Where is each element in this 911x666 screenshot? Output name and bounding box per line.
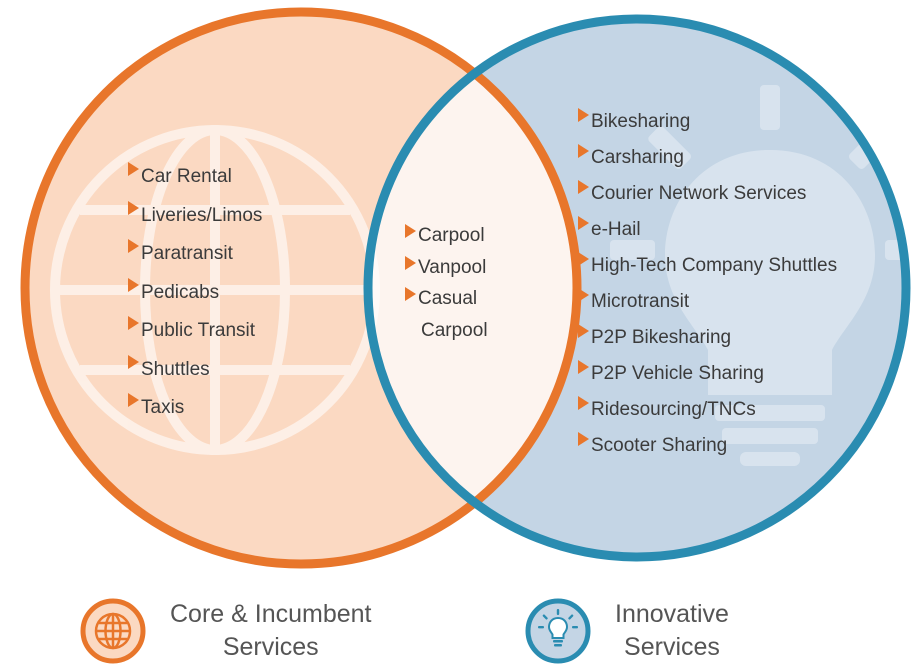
arrow-bullet-icon bbox=[578, 216, 589, 230]
arrow-bullet-icon bbox=[578, 252, 589, 266]
list-item: Liveries/Limos bbox=[128, 197, 262, 236]
arrow-bullet-icon bbox=[578, 396, 589, 410]
overlap-region bbox=[368, 19, 577, 557]
legend-core-line2: Services bbox=[222, 633, 319, 661]
list-item: Vanpool bbox=[405, 252, 488, 284]
arrow-bullet-icon bbox=[128, 316, 139, 330]
arrow-bullet-icon bbox=[405, 255, 416, 270]
list-item-label: Casual bbox=[418, 288, 478, 309]
list-item-label: P2P Vehicle Sharing bbox=[591, 363, 764, 384]
list-item: Shuttles bbox=[128, 351, 262, 390]
globe-watermark-icon bbox=[50, 125, 380, 455]
list-item: Carpool bbox=[405, 220, 488, 252]
arrow-bullet-icon bbox=[405, 224, 416, 238]
arrow-bullet-icon bbox=[578, 432, 589, 446]
list-item: Bikesharing bbox=[578, 104, 837, 140]
list-item-label: Vanpool bbox=[418, 256, 487, 278]
list-item-label: Shuttles bbox=[141, 358, 210, 380]
list-item-label: Pedicabs bbox=[141, 281, 220, 303]
list-item: Scooter Sharing bbox=[578, 428, 837, 464]
arrow-bullet-icon bbox=[128, 200, 139, 215]
arrow-bullet-icon bbox=[578, 108, 589, 122]
legend-core-line1: Core & Incumbent bbox=[170, 600, 372, 628]
list-item: Microtransit bbox=[578, 284, 837, 320]
list-item-label: High-Tech Company Shuttles bbox=[591, 255, 838, 276]
list-item-label: Taxis bbox=[141, 397, 185, 418]
arrow-bullet-icon bbox=[578, 324, 589, 338]
list-item: Taxis bbox=[128, 389, 262, 428]
list-item-label: Liveries/Limos bbox=[141, 204, 263, 226]
list-item: Public Transit bbox=[128, 312, 262, 351]
list-item: Carsharing bbox=[578, 140, 837, 176]
legend-innovative: Innovative Services bbox=[525, 598, 729, 664]
arrow-bullet-icon bbox=[128, 354, 139, 369]
arrow-bullet-icon bbox=[128, 277, 139, 292]
arrow-bullet-icon bbox=[578, 288, 589, 302]
list-item: Car Rental bbox=[128, 158, 262, 197]
list-item: P2P Bikesharing bbox=[578, 320, 837, 356]
innovative-circle-outline bbox=[363, 14, 911, 562]
arrow-bullet-icon bbox=[128, 239, 139, 253]
arrow-bullet-icon bbox=[578, 180, 589, 194]
arrow-bullet-icon bbox=[578, 144, 589, 158]
arrow-bullet-icon bbox=[405, 287, 416, 301]
list-item: Casual bbox=[405, 283, 488, 315]
venn-diagram bbox=[20, 7, 911, 569]
list-item: P2P Vehicle Sharing bbox=[578, 356, 837, 392]
list-item-label: Carpool bbox=[418, 225, 485, 246]
list-item: Ridesourcing/TNCs bbox=[578, 392, 837, 428]
list-item-label: e-Hail bbox=[591, 219, 641, 240]
list-item-label: Ridesourcing/TNCs bbox=[591, 399, 756, 420]
list-item-continuation: Carpool bbox=[421, 319, 488, 341]
list-item: Courier Network Services bbox=[578, 176, 837, 212]
list-item-label: Scooter Sharing bbox=[591, 435, 728, 456]
lightbulb-watermark-icon bbox=[610, 85, 911, 466]
list-item: Pedicabs bbox=[128, 274, 262, 313]
arrow-bullet-icon bbox=[128, 162, 139, 176]
list-item-label: Bikesharing bbox=[591, 111, 691, 132]
list-item-label: Car Rental bbox=[141, 166, 232, 187]
list-item-label: P2P Bikesharing bbox=[591, 327, 732, 348]
list-item-label: Paratransit bbox=[141, 243, 233, 264]
list-item: e-Hail bbox=[578, 212, 837, 248]
list-item: High-Tech Company Shuttles bbox=[578, 248, 837, 284]
legend-innovative-line2: Services bbox=[624, 633, 720, 661]
legend-core: Core & Incumbent Services bbox=[80, 598, 372, 664]
list-item-label: Carsharing bbox=[591, 147, 684, 168]
list-item: Paratransit bbox=[128, 235, 262, 274]
core-circle-outline bbox=[20, 7, 582, 569]
list-item-label: Courier Network Services bbox=[591, 183, 807, 204]
globe-icon bbox=[80, 598, 146, 664]
list-item-label: Public Transit bbox=[141, 320, 256, 341]
arrow-bullet-icon bbox=[128, 393, 139, 407]
list-item-label: Microtransit bbox=[591, 291, 690, 312]
arrow-bullet-icon bbox=[578, 360, 589, 374]
lightbulb-icon bbox=[525, 598, 591, 664]
legend-innovative-line1: Innovative bbox=[615, 600, 729, 628]
